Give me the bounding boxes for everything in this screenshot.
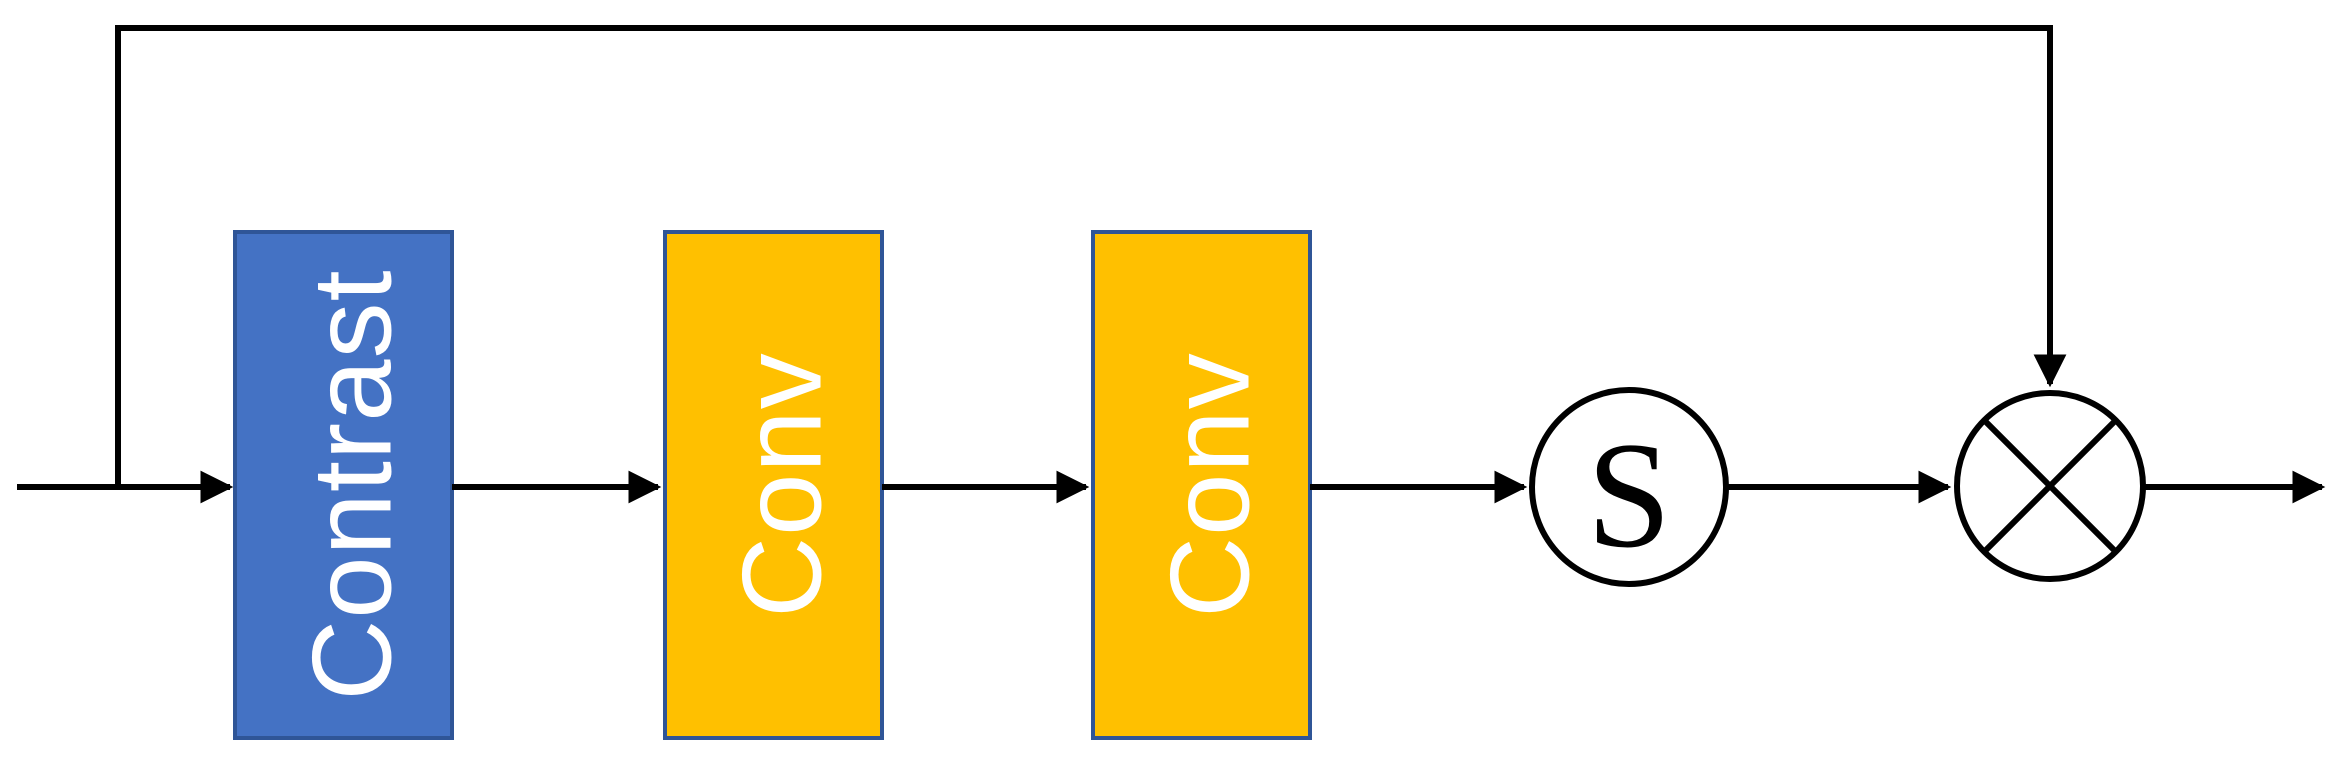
conv2-block-label: Conv <box>1148 352 1273 617</box>
conv1-block <box>663 230 884 740</box>
conv2-block <box>1091 230 1312 740</box>
contrast-block <box>233 230 454 740</box>
sigmoid-label: S <box>1587 411 1672 579</box>
skip-connection-arrow <box>115 25 2067 487</box>
multiply-cross-line-2 <box>1983 419 2117 553</box>
contrast-block-label: Contrast <box>290 269 415 700</box>
conv1-block-label: Conv <box>720 352 845 617</box>
